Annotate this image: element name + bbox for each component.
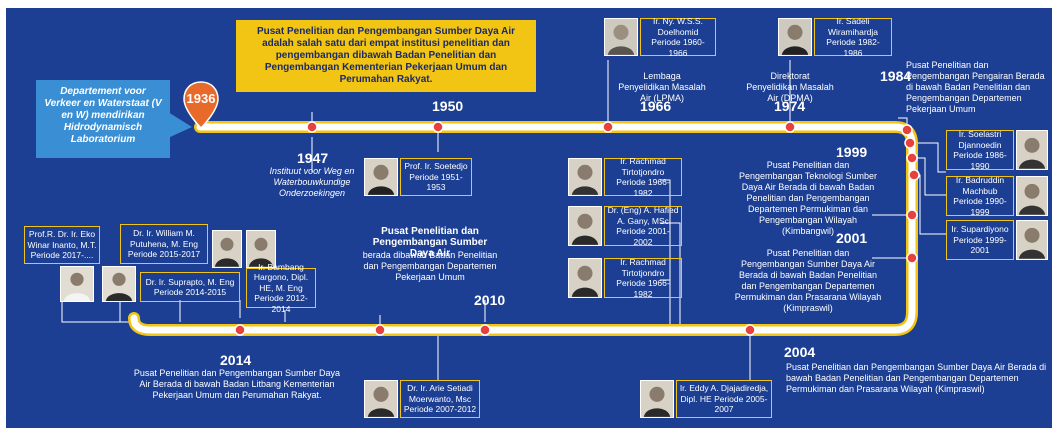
intro-box: Pusat Penelitian dan Pengembangan Sumber… — [236, 20, 536, 92]
year-1999: 1999 — [836, 144, 868, 160]
year-2001: 2001 — [836, 230, 868, 246]
timeline-marker — [479, 324, 491, 336]
year-1966: 1966 — [640, 98, 672, 114]
timeline-marker — [906, 152, 918, 164]
leader-djannoedin: Ir. Soelastri Djannoedin Periode 1986-19… — [946, 129, 1014, 171]
timeline-marker — [234, 324, 246, 336]
event-2004-text: Pusat Penelitian dan Pengembangan Sumber… — [786, 362, 1047, 394]
leader-photo — [364, 380, 398, 418]
timeline-marker — [784, 121, 796, 133]
leader-photo — [604, 18, 638, 56]
event-2010-text: berada dibawah Badan Penelitian dan Peng… — [362, 250, 498, 282]
leader-photo — [568, 258, 602, 298]
person-icon — [605, 19, 637, 55]
person-icon — [103, 267, 135, 301]
year-1984: 1984 — [880, 68, 912, 84]
leader-inarto: Prof.R. Dr. Ir. Eko Winar Inanto, M.T. P… — [24, 226, 100, 264]
leader-moerwanto: Dr. Ir. Arie Setiadi Moerwanto, Msc Peri… — [400, 380, 480, 418]
leader-suprapto: Dr. Ir. Suprapto, M. Eng Periode 2014-20… — [140, 272, 240, 302]
person-icon — [61, 267, 93, 301]
event-2001-text: Pusat Penelitian dan Pengembangan Sumber… — [734, 248, 882, 313]
leader-photo — [778, 18, 812, 56]
person-icon — [779, 19, 811, 55]
leader-hargono: Ir. Bambang Hargono, Dipl. HE, M. Eng Pe… — [246, 262, 316, 314]
leader-supardiyono: Ir. Supardiyono Periode 1999-2001 — [946, 220, 1014, 260]
leader-photo — [60, 266, 94, 302]
year-1974: 1974 — [774, 98, 806, 114]
timeline-marker — [904, 137, 916, 149]
leader-djajadiredja: Ir. Eddy A. Djajadiredja, Dipl. HE Perio… — [676, 380, 772, 418]
leader-tirtotjondro-1: Ir. Rachmad Tirtotjondro Periode 1966-19… — [604, 156, 682, 198]
timeline-marker — [374, 324, 386, 336]
leader-photo — [1016, 130, 1048, 170]
person-icon — [1017, 131, 1047, 169]
year-2014: 2014 — [220, 352, 252, 368]
timeline-marker — [306, 121, 318, 133]
person-icon — [569, 207, 601, 245]
leader-photo — [640, 380, 674, 418]
event-2010-title: Pusat Penelitian dan Pengembangan Sumber… — [372, 226, 488, 259]
leader-photo — [102, 266, 136, 302]
year-1950: 1950 — [432, 98, 464, 114]
year-1947: 1947 — [297, 150, 329, 166]
event-1947-text: Instituut voor Weg en Waterbouwkundige O… — [269, 166, 355, 198]
leader-tirtotjondro-2: Ir. Rachmad Tirtotjondro Periode 1966-19… — [604, 257, 682, 299]
leader-photo — [568, 206, 602, 246]
year-2010: 2010 — [474, 292, 506, 308]
origin-pointer — [168, 112, 192, 138]
timeline-marker — [908, 169, 920, 181]
leader-photo — [364, 158, 398, 196]
origin-callout: Departement voor Verkeer en Waterstaat (… — [36, 80, 170, 158]
event-1984-text: Pusat Penelitian dan Pengembangan Pengai… — [906, 60, 1045, 114]
person-icon — [569, 159, 601, 195]
intro-text: Pusat Penelitian dan Pengembangan Sumber… — [256, 26, 516, 85]
leader-photo — [1016, 176, 1048, 216]
person-icon — [641, 381, 673, 417]
timeline-marker — [906, 209, 918, 221]
timeline-marker — [901, 124, 913, 136]
leader-photo — [246, 230, 276, 268]
leader-putuhena: Dr. Ir. William M. Putuhena, M. Eng Peri… — [120, 224, 208, 264]
year-badge-1936: 1936 — [182, 80, 220, 130]
timeline-marker — [744, 324, 756, 336]
person-icon — [365, 381, 397, 417]
map-pin-icon — [183, 81, 219, 130]
year-2004: 2004 — [784, 344, 816, 360]
leader-doelhomid: Ir. Ny. W.S.S. Doelhomid Periode 1960-19… — [640, 16, 716, 58]
timeline-marker — [906, 252, 918, 264]
event-2014-text: Pusat Penelitian dan Pengembangan Sumber… — [133, 368, 341, 400]
person-icon — [365, 159, 397, 195]
event-1974-text: Direktorat Penyelidikan Masalah Air (DPM… — [746, 71, 834, 103]
person-icon — [213, 231, 241, 267]
leader-photo — [1016, 220, 1048, 260]
leader-photo — [568, 158, 602, 196]
leader-soetedjo: Prof. Ir. Soetedjo Periode 1951-1953 — [400, 158, 472, 196]
timeline-marker — [432, 121, 444, 133]
person-icon — [247, 231, 275, 267]
leader-wiramihardja: Ir. Sadeli Wiramihardja Periode 1982-198… — [814, 16, 892, 58]
connector-lines — [61, 60, 946, 380]
origin-year: 1936 — [186, 91, 216, 106]
leader-photo — [212, 230, 242, 268]
person-icon — [1017, 221, 1047, 259]
person-icon — [1017, 177, 1047, 215]
leader-hafied: Dr. (Eng) A. Hafied A. Gany, MSc Periode… — [604, 205, 682, 247]
timeline-marker — [602, 121, 614, 133]
leader-machbub: Ir. Badruddin Machbub Periode 1990-1999 — [946, 175, 1014, 217]
person-icon — [569, 259, 601, 297]
event-1999-text: Pusat Penelitian dan Pengembangan Teknol… — [739, 160, 877, 236]
event-1966-text: Lembaga Penyelidikan Masalah Air (LPMA) — [618, 71, 706, 103]
timeline-markers — [234, 121, 920, 336]
